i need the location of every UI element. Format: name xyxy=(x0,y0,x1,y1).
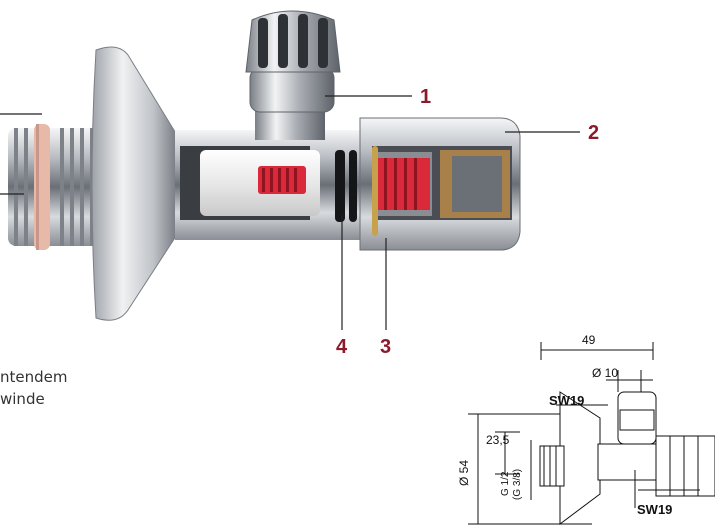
handle-cap xyxy=(245,10,341,140)
inlet-thread xyxy=(8,124,100,250)
dim-d10: Ø 10 xyxy=(592,366,619,380)
dim-sw19-top: SW19 xyxy=(549,393,585,408)
callout-1: 1 xyxy=(420,86,432,108)
dim-d54: Ø 54 xyxy=(457,459,471,486)
callout-3: 3 xyxy=(380,336,392,358)
dim-sw19-bottom: SW19 xyxy=(637,502,673,517)
compression-nut xyxy=(359,117,521,251)
brass-ring xyxy=(372,146,378,236)
angle-valve-technical-drawing-icon xyxy=(468,342,715,525)
dim-49: 49 xyxy=(582,333,596,347)
caption-line-1: ntendem xyxy=(0,368,68,386)
wall-rosette xyxy=(91,46,181,321)
caption-text: ntendem winde xyxy=(0,366,68,410)
dim-23-5: 23,5 xyxy=(486,433,510,447)
red-filter xyxy=(258,166,306,194)
caption-line-2: winde xyxy=(0,390,45,408)
dim-thread-g12: G 1/2 xyxy=(500,471,511,496)
dim-thread-g38: (G 3/8) xyxy=(512,468,523,500)
callout-4: 4 xyxy=(336,336,348,358)
callout-2: 2 xyxy=(588,122,600,144)
